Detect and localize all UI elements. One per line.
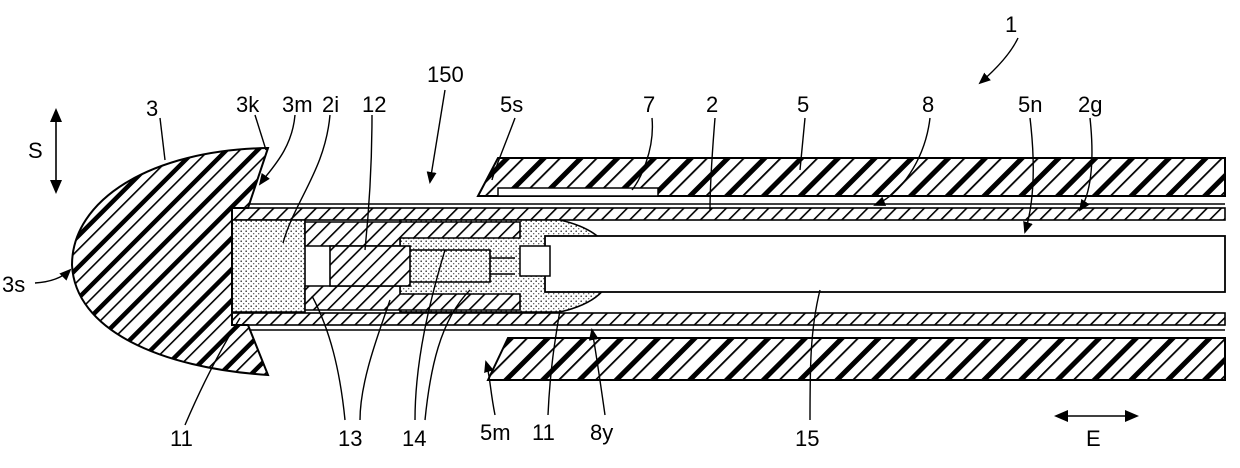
label-E: E [1086,426,1101,451]
direction-arrow-S [50,108,62,194]
label-2g: 2g [1078,92,1102,117]
label-3s: 3s [2,272,25,297]
label-8y: 8y [590,420,613,445]
connector-body-12 [330,246,410,286]
label-8: 8 [922,92,934,117]
direction-arrow-E [1054,410,1139,422]
core-15 [545,236,1225,292]
label-150: 150 [427,62,464,87]
label-11-right: 11 [532,420,555,445]
filler-11-left [232,220,305,312]
label-12: 12 [362,92,386,117]
label-5n: 5n [1018,92,1042,117]
label-15: 15 [795,426,819,451]
label-13: 13 [338,426,362,451]
label-3: 3 [146,96,158,121]
inner-tube-bottom-wall [232,313,1225,325]
label-2: 2 [706,92,718,117]
label-2i: 2i [322,92,339,117]
label-7: 7 [643,92,655,117]
label-3k: 3k [236,92,260,117]
label-3m: 3m [282,92,313,117]
label-5: 5 [797,92,809,117]
inner-tube-top-wall [232,208,1225,220]
label-5m: 5m [480,420,511,445]
label-5s: 5s [500,92,523,117]
label-14: 14 [402,426,426,451]
lining-7 [498,188,658,196]
label-S: S [28,138,43,163]
label-11-left: 11 [170,426,193,451]
label-1: 1 [1005,12,1017,37]
